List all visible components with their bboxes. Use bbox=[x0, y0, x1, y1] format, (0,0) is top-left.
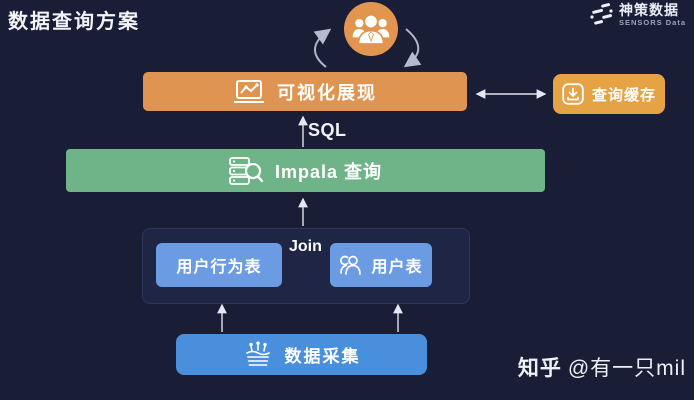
users-icon bbox=[352, 14, 390, 45]
node-visualization: 可视化展现 bbox=[143, 72, 467, 111]
brand-name: 神策数据 bbox=[618, 2, 679, 18]
sql-label: SQL bbox=[308, 120, 347, 140]
node-data-collection: 数据采集 bbox=[176, 334, 427, 375]
chart-monitor-icon bbox=[234, 79, 264, 103]
collector-icon bbox=[245, 341, 270, 366]
node-data-collection-label: 数据采集 bbox=[284, 347, 361, 366]
people-icon bbox=[340, 255, 362, 275]
watermark-site: 知乎 bbox=[517, 357, 562, 380]
node-user-table: 用户表 bbox=[330, 243, 432, 287]
node-user-behavior-table: 用户行为表 bbox=[156, 243, 282, 287]
node-query-cache: 查询缓存 bbox=[553, 74, 665, 114]
sensors-logo-icon bbox=[590, 3, 613, 25]
cycle-arrow-right bbox=[403, 28, 422, 68]
node-visualization-label: 可视化展现 bbox=[277, 82, 377, 103]
brand-subtitle: SENSORS Data bbox=[618, 18, 686, 27]
node-impala-query: Impala 查询 bbox=[66, 149, 545, 192]
download-icon bbox=[562, 83, 584, 105]
node-user-table-label: 用户表 bbox=[371, 259, 423, 276]
watermark: 知乎@有一只mil bbox=[518, 352, 686, 382]
node-user-behavior-table-label: 用户行为表 bbox=[176, 259, 262, 276]
database-search-icon bbox=[229, 156, 263, 185]
page-title: 数据查询方案 bbox=[8, 11, 140, 33]
node-query-cache-label: 查询缓存 bbox=[591, 86, 656, 104]
node-users bbox=[344, 2, 398, 56]
cycle-arrow-left bbox=[313, 28, 332, 68]
join-label: Join bbox=[289, 238, 322, 255]
watermark-handle: @有一只mil bbox=[567, 357, 686, 380]
node-impala-query-label: Impala 查询 bbox=[274, 161, 383, 182]
brand-logo: 神策数据 SENSORS Data bbox=[589, 3, 686, 29]
